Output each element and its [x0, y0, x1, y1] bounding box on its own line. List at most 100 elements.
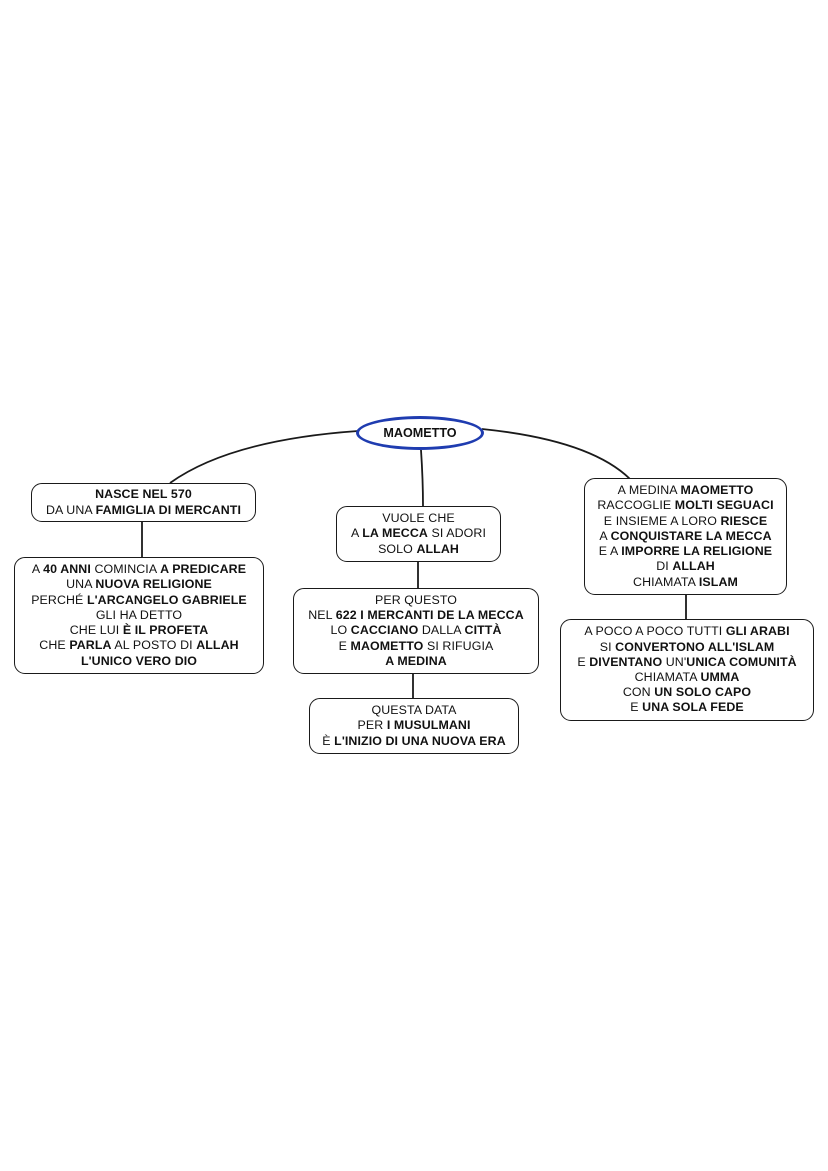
node-text-line: CHE LUI È IL PROFETA [70, 623, 209, 638]
node-text-line: PER I MUSULMANI [357, 718, 470, 733]
bold-text: FAMIGLIA DI MERCANTI [95, 502, 241, 517]
node-text-line: GLI HA DETTO [96, 608, 182, 623]
node-text-line: DA UNA FAMIGLIA DI MERCANTI [46, 503, 241, 518]
text: DA UNA [46, 502, 96, 517]
node-text-line: È L'INIZIO DI UNA NUOVA ERA [322, 734, 506, 749]
node-text-line: SOLO ALLAH [378, 542, 459, 557]
text: A [31, 562, 44, 577]
node-text-line: E UNA SOLA FEDE [630, 700, 744, 715]
bold-text: MOLTI SEGUACI [674, 498, 774, 513]
text: RACCOGLIE [597, 498, 675, 513]
bold-text: NASCE NEL 570 [95, 487, 192, 502]
text: CON [622, 685, 655, 700]
node-text-line: E A IMPORRE LA RELIGIONE [599, 544, 772, 559]
node-text-line: L'UNICO VERO DIO [81, 654, 197, 669]
node-text-line: A POCO A POCO TUTTI GLI ARABI [584, 624, 789, 639]
node-text-line: DI ALLAH [656, 559, 715, 574]
node-text-line: UNA NUOVA RELIGIONE [66, 577, 212, 592]
bold-text: A PREDICARE [160, 562, 247, 577]
text: E [338, 638, 351, 653]
bold-text: MAOMETTO [680, 483, 754, 498]
text: CHE LUI [69, 623, 123, 638]
center-node-label: MAOMETTO [383, 426, 457, 440]
text: DALLA [418, 623, 465, 638]
bold-text: CACCIANO [350, 623, 419, 638]
bold-text: L'UNICO VERO DIO [80, 653, 198, 668]
text: CHE [39, 638, 70, 653]
node-text-line: NEL 622 I MERCANTI DE LA MECCA [308, 608, 524, 623]
text: A MEDINA [617, 483, 681, 498]
bold-text: L'ARCANGELO GABRIELE [86, 592, 247, 607]
text: E A [598, 544, 622, 559]
text: AL POSTO DI [111, 638, 197, 653]
text: LO [330, 623, 351, 638]
node-text-line: PERCHÉ L'ARCANGELO GABRIELE [31, 593, 247, 608]
text: SI ADORI [427, 526, 487, 541]
text: CHIAMATA [633, 574, 699, 589]
node-text-line: PER QUESTO [375, 593, 457, 608]
text: A [599, 528, 611, 543]
node-text-line: A 40 ANNI COMINCIA A PREDICARE [32, 562, 246, 577]
node-text-line: A MEDINA [385, 654, 447, 669]
node-text-line: E INSIEME A LORO RIESCE [604, 514, 767, 529]
bold-text: UN SOLO CAPO [654, 685, 752, 700]
node-text-line: CHIAMATA UMMA [635, 670, 740, 685]
bold-text: ALLAH [196, 638, 239, 653]
text: QUESTA DATA [371, 703, 457, 718]
node-text-line: E DIVENTANO UN'UNICA COMUNITÀ [577, 655, 796, 670]
text: GLI HA DETTO [95, 607, 183, 622]
node-text-line: CON UN SOLO CAPO [623, 685, 751, 700]
text: E INSIEME A LORO [603, 513, 721, 528]
text: COMINCIA [90, 562, 161, 577]
node-text-line: NASCE NEL 570 [95, 487, 192, 502]
bold-text: È IL PROFETA [122, 623, 209, 638]
bold-text: CONVERTONO ALL'ISLAM [615, 639, 775, 654]
bold-text: LA MECCA [362, 526, 428, 541]
text: A POCO A POCO TUTTI [584, 624, 726, 639]
text: DI [656, 559, 673, 574]
node-text-line: CHE PARLA AL POSTO DI ALLAH [39, 638, 238, 653]
node-text-line: A CONQUISTARE LA MECCA [599, 529, 771, 544]
bold-text: RIESCE [720, 513, 768, 528]
bold-text: L'INIZIO DI UNA NUOVA ERA [334, 733, 506, 748]
bold-text: MAOMETTO [350, 638, 424, 653]
bold-text: ALLAH [416, 541, 459, 556]
text: PER [357, 718, 387, 733]
node-text-line: A LA MECCA SI ADORI [351, 526, 486, 541]
bold-text: 40 ANNI [43, 562, 91, 577]
text: CHIAMATA [634, 670, 701, 684]
node-text-line: CHIAMATA ISLAM [633, 575, 738, 590]
text: È [322, 733, 335, 748]
bold-text: GLI ARABI [725, 624, 790, 639]
bold-text: 622 I MERCANTI DE LA MECCA [335, 608, 524, 623]
text: SI [599, 639, 616, 654]
text: E [577, 654, 590, 669]
bold-text: I MUSULMANI [386, 718, 471, 733]
bold-text: PARLA [69, 638, 112, 653]
text: UN' [662, 654, 687, 669]
text: VUOLE CHE [382, 511, 455, 526]
text: E [630, 700, 643, 715]
bold-text: A MEDINA [385, 653, 447, 668]
node-text-line: QUESTA DATA [371, 703, 456, 718]
text: PERCHÉ [31, 592, 87, 607]
connector-center-to-mecca-worship [420, 449, 424, 507]
node-text-line: E MAOMETTO SI RIFUGIA [339, 639, 494, 654]
text: SI RIFUGIA [423, 638, 494, 653]
bold-text: ISLAM [698, 574, 738, 589]
node-text-line: A MEDINA MAOMETTO [618, 483, 754, 498]
text: PER QUESTO [374, 592, 458, 607]
node-text-line: VUOLE CHE [382, 511, 455, 526]
bold-text: UNA SOLA FEDE [642, 700, 744, 715]
bold-text: CITTÀ [464, 623, 502, 638]
bold-text: IMPORRE LA RELIGIONE [621, 544, 773, 559]
bold-text: CONQUISTARE LA MECCA [610, 528, 772, 543]
center-node-maometto: MAOMETTO [356, 416, 484, 450]
text: A [350, 526, 363, 541]
